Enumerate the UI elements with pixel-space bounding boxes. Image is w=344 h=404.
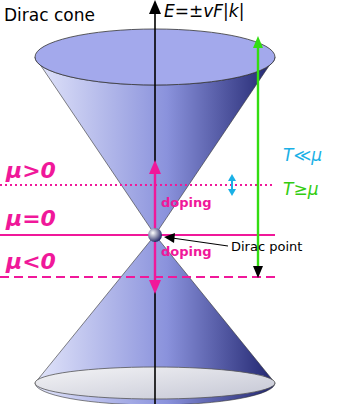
mu-negative-line [0,276,275,278]
high-temperature-range [257,46,259,268]
axis-arrowhead [149,0,161,14]
small-arrowhead-top [228,174,236,181]
doping-arrowhead-up [149,160,161,174]
small-arrowhead-bottom [228,189,236,196]
range-arrowhead-bottom [253,266,263,278]
mu-zero-line [0,234,275,236]
range-arrowhead-top [253,36,263,48]
energy-axis [154,12,156,404]
chemical-potential-label: μ=0 [6,206,56,231]
dirac-point-dot [148,228,162,242]
mu-positive-line [0,184,275,186]
diagram-title: Dirac cone [4,6,95,26]
doping-arrowhead-down [149,280,161,294]
doping-label: doping [161,245,212,260]
leader-arrowhead [164,233,175,243]
doping-arrow-up [154,172,156,228]
low-temperature-range [231,180,233,190]
doping-arrow-down [154,242,156,282]
dispersion-formula: E=±vF|k| [164,2,244,22]
temperature-label: T≪μ [283,146,322,166]
temperature-label: T≥μ [283,180,318,200]
chemical-potential-label: μ<0 [6,249,56,274]
chemical-potential-label: μ>0 [6,158,56,183]
doping-label: doping [161,196,212,211]
callout-label: Dirac point [231,240,302,255]
